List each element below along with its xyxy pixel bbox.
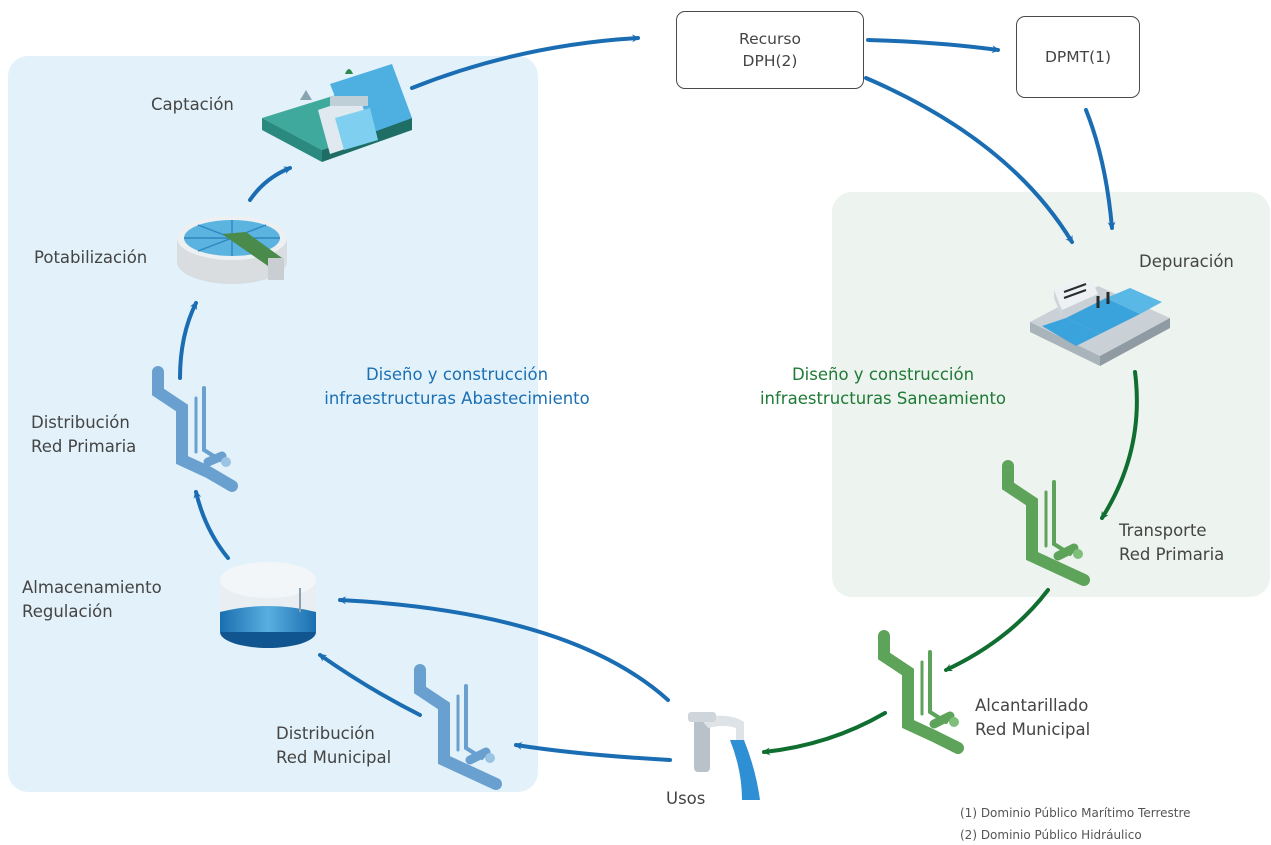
arrow-potabilizacion-to-captacion — [248, 166, 292, 202]
almacenamiento-line1: Almacenamiento — [22, 578, 162, 597]
arrow-depuracion-to-transporte — [1100, 370, 1139, 520]
arrow-alcantarillado-to-usos — [762, 711, 887, 756]
recurso-dph-line2: DPH(2) — [742, 52, 798, 70]
water-tank-icon — [220, 562, 316, 648]
label-alcantarillado-red-municipal: Alcantarillado Red Municipal — [975, 694, 1090, 742]
arrow-usos-to-almacenamiento — [338, 596, 670, 702]
potabilizacion-text: Potabilización — [34, 248, 148, 267]
label-potabilizacion: Potabilización — [34, 246, 147, 270]
distribucion-municipal-line1: Distribución — [276, 724, 375, 743]
transporte-line2: Red Primaria — [1119, 545, 1225, 564]
captacion-text: Captación — [151, 95, 234, 114]
pipe-network-icon — [152, 366, 238, 492]
footnote-1: (1) Dominio Público Marítimo Terrestre — [960, 806, 1191, 820]
faucet-icon — [688, 712, 760, 800]
recurso-dph-line1: Recurso — [739, 30, 801, 48]
abastecimiento-line1: Diseño y construcción — [365, 365, 549, 384]
arrow-primaria-to-potabilizacion — [178, 301, 198, 380]
dam-icon — [262, 64, 412, 162]
pipe-network-icon — [1002, 460, 1090, 586]
abastecimiento-line2: infraestructuras Abastecimiento — [324, 389, 590, 408]
label-distribucion-red-municipal: Distribución Red Municipal — [276, 722, 391, 770]
label-captacion: Captación — [151, 93, 234, 117]
footnote-2: (2) Dominio Público Hidráulico — [960, 828, 1142, 842]
almacenamiento-line2: Regulación — [22, 602, 113, 621]
saneamiento-line1: Diseño y construcción — [791, 365, 975, 384]
pipe-network-icon — [414, 664, 502, 790]
label-almacenamiento-regulacion: Almacenamiento Regulación — [22, 576, 162, 624]
region-title-saneamiento: Diseño y construcción infraestructuras S… — [718, 363, 1048, 411]
arrow-recurso-to-captacion — [410, 34, 640, 90]
arrow-transporte-to-alcantarillado — [944, 588, 1050, 672]
distribucion-primaria-line1: Distribución — [31, 413, 130, 432]
transporte-line1: Transporte — [1119, 521, 1207, 540]
arrow-almacenamiento-to-primaria — [193, 490, 230, 560]
arrow-dpmt-to-depuracion — [1084, 108, 1116, 230]
arrow-municipal-to-almacenamiento — [318, 653, 422, 717]
pipe-network-icon — [878, 630, 964, 754]
label-transporte-red-primaria: Transporte Red Primaria — [1119, 519, 1224, 567]
region-saneamiento — [832, 192, 1270, 597]
alcantarillado-line1: Alcantarillado — [975, 696, 1089, 715]
distribucion-primaria-line2: Red Primaria — [31, 437, 137, 456]
depuracion-text: Depuración — [1139, 252, 1234, 271]
arrow-usos-to-municipal — [514, 741, 672, 762]
label-distribucion-red-primaria: Distribución Red Primaria — [31, 411, 136, 459]
treatment-tank-icon — [177, 216, 287, 284]
usos-text: Usos — [666, 789, 706, 808]
arrow-recurso-to-dpmt — [866, 38, 1000, 54]
dpmt-box: DPMT(1) — [1016, 16, 1140, 98]
recurso-dph-box: Recurso DPH(2) — [676, 11, 864, 89]
region-abastecimiento — [8, 56, 538, 792]
distribucion-municipal-line2: Red Municipal — [276, 748, 392, 767]
arrow-recurso-to-depuracion — [864, 76, 1074, 244]
dpmt-label: DPMT(1) — [1044, 48, 1112, 66]
label-usos: Usos — [666, 787, 705, 811]
region-title-abastecimiento: Diseño y construcción infraestructuras A… — [292, 363, 622, 411]
label-depuracion: Depuración — [1139, 250, 1234, 274]
saneamiento-line2: infraestructuras Saneamiento — [759, 389, 1007, 408]
alcantarillado-line2: Red Municipal — [975, 720, 1091, 739]
wastewater-plant-icon — [1030, 276, 1170, 366]
